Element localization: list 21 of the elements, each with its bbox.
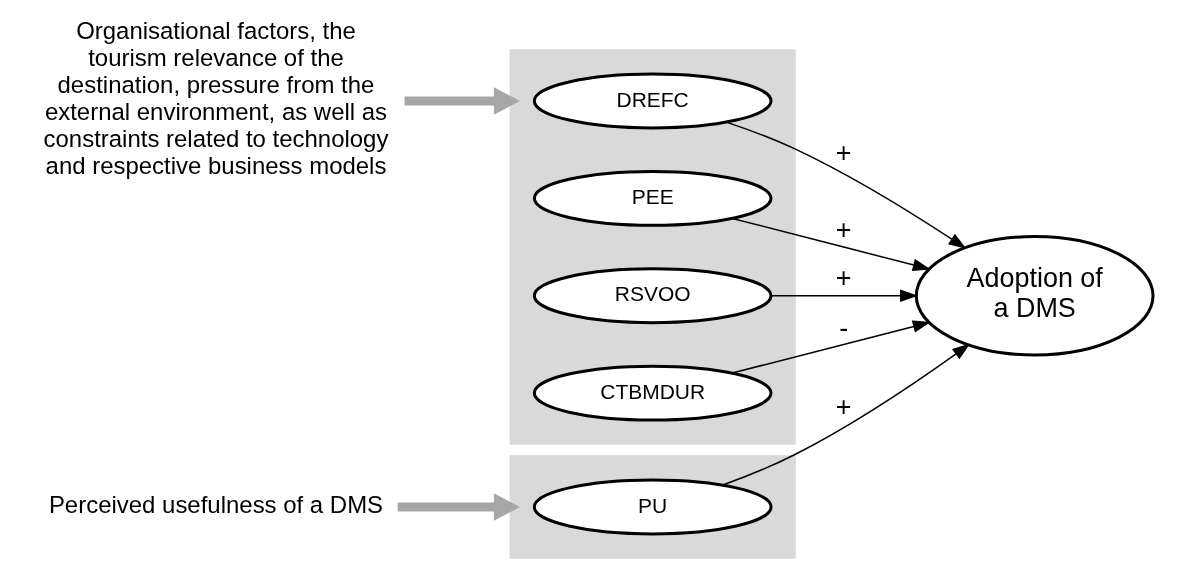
cluster xyxy=(509,49,796,445)
cluster xyxy=(509,455,796,559)
node-ellipse: CTBMDUR xyxy=(532,364,773,422)
edge-label: + xyxy=(835,263,852,294)
node-ellipse: PEE xyxy=(532,169,773,227)
edge-label: - xyxy=(839,312,849,343)
node-text: Perceived usefulness of a DMS xyxy=(48,490,384,518)
edge-label: + xyxy=(835,137,852,168)
arrow xyxy=(404,87,521,115)
arrow xyxy=(770,289,918,303)
node-ellipse: DREFC xyxy=(532,72,773,130)
arrow xyxy=(731,217,931,272)
arrow xyxy=(726,121,967,250)
edge-label: + xyxy=(835,392,852,423)
arrow xyxy=(397,493,521,521)
edge-label: + xyxy=(835,215,852,246)
arrow xyxy=(731,320,931,374)
node-ellipse: PU xyxy=(532,478,773,536)
node-text: Organisational factors, the tourism relevance of the destination, pressure from the external environment, as well as constraints related to technology and respective business models xyxy=(43,17,389,180)
arrow xyxy=(722,343,971,486)
node-ellipse: RSVOO xyxy=(532,267,773,325)
